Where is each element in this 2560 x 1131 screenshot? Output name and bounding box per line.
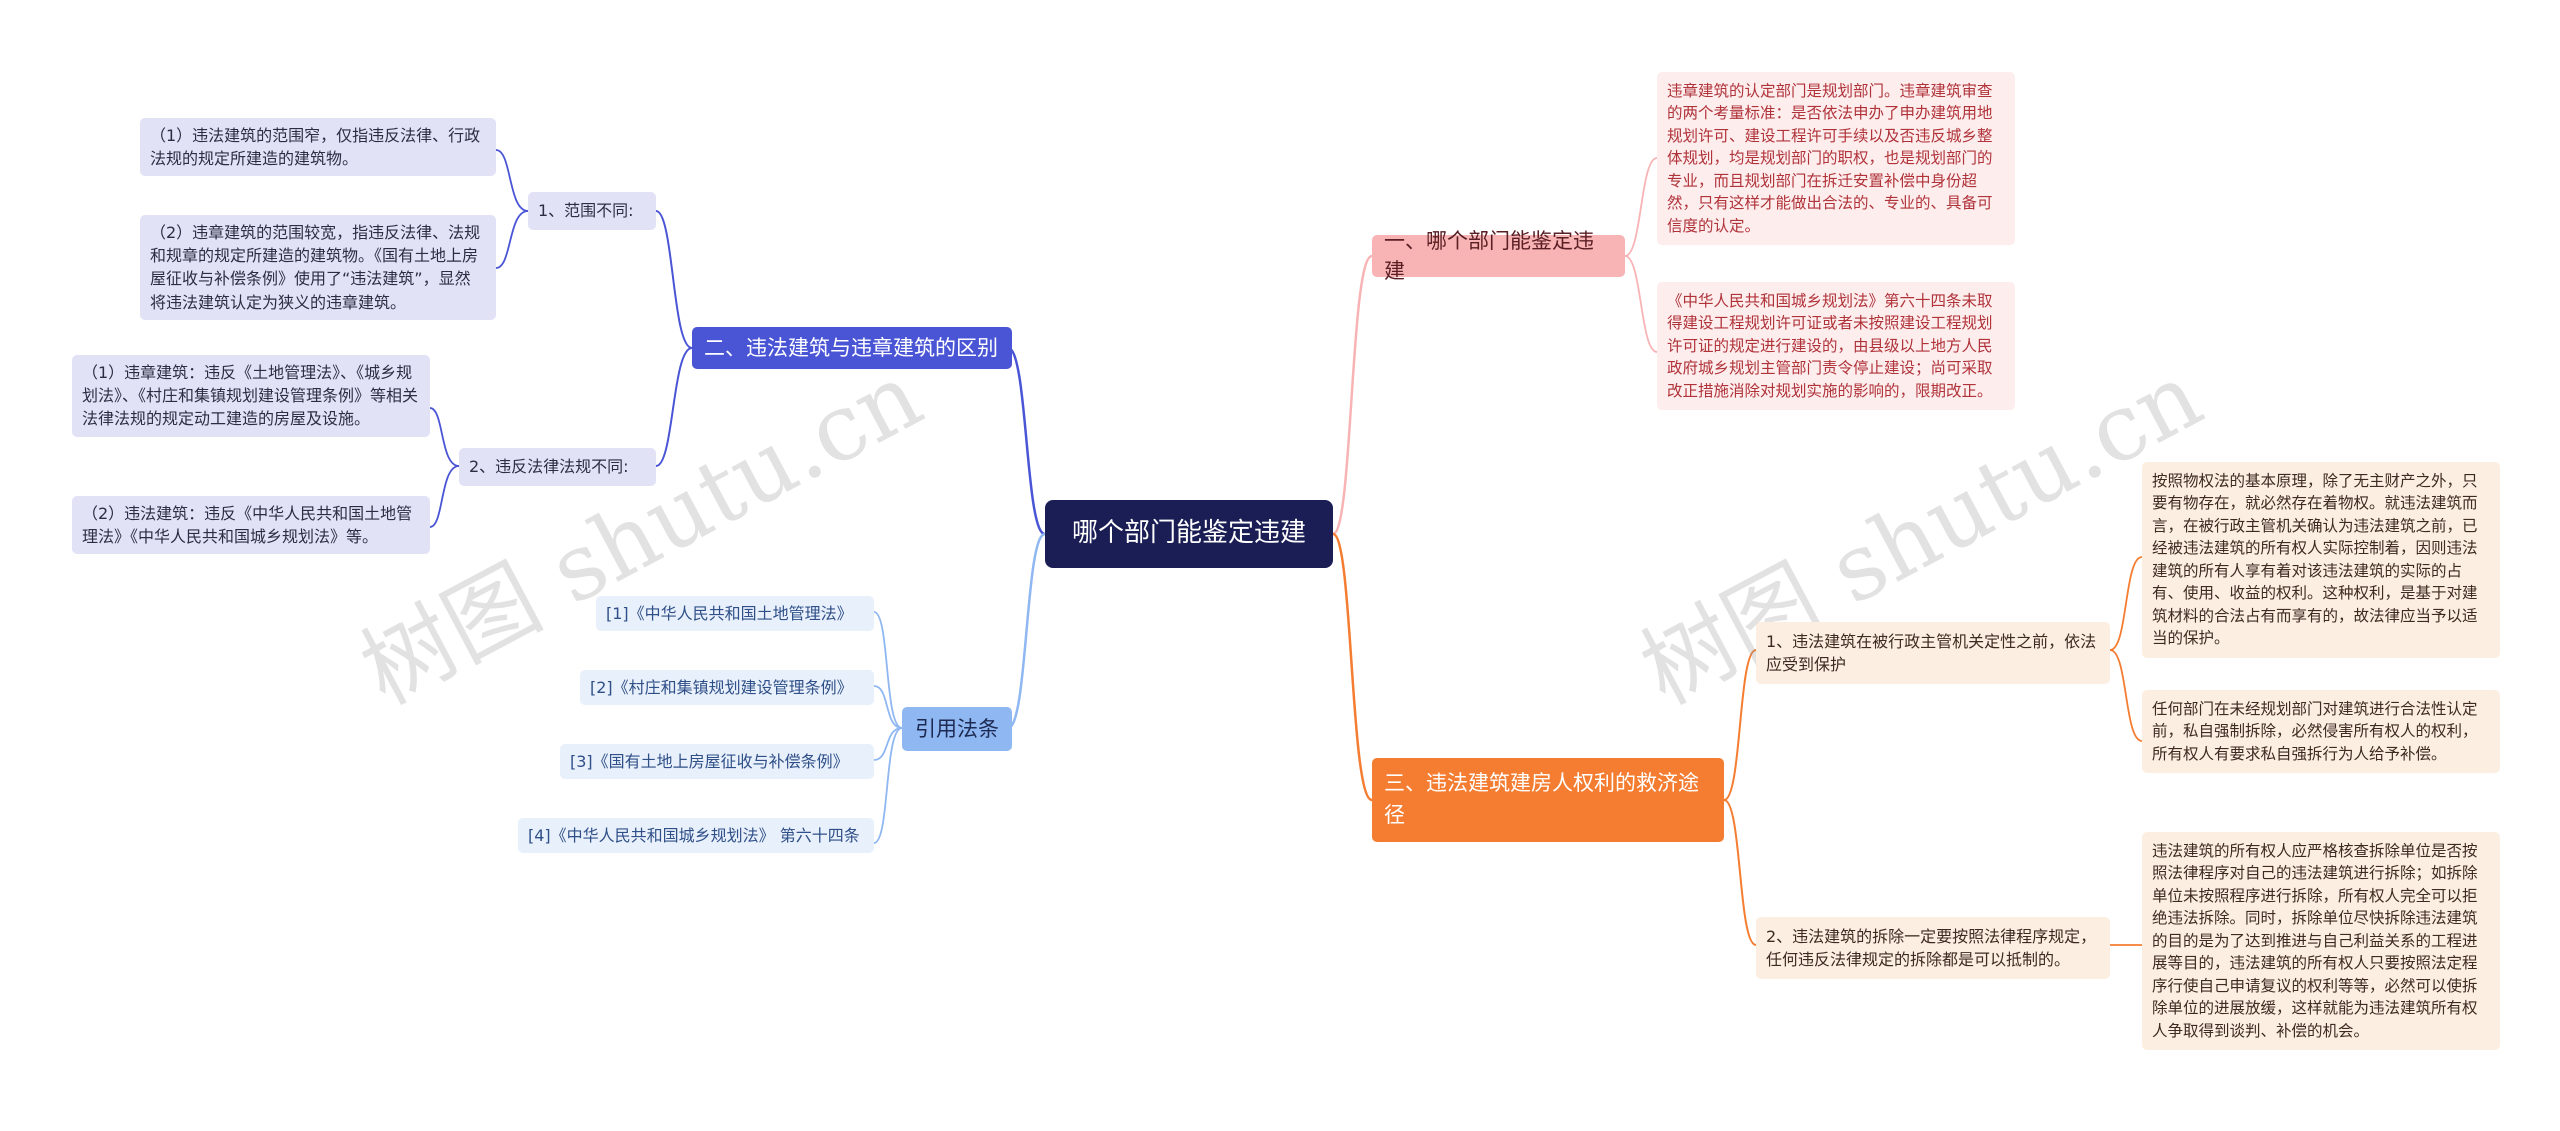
diff-sub1[interactable]: 1、范围不同: (528, 192, 656, 230)
cite-leaf-3[interactable]: [3]《国有土地上房屋征收与补偿条例》 (560, 744, 874, 780)
link-cite-4 (873, 727, 903, 844)
link-dept-2 (1624, 255, 1658, 353)
remedy-sub2-leaf-1[interactable]: 违法建筑的所有权人应严格核查拆除单位是否按照法律程序对自己的违法建筑进行拆除；如… (2142, 832, 2500, 1051)
link-sub1-leaf2 (495, 210, 529, 269)
link-cite-1 (873, 611, 903, 729)
link-remedy-sub1 (1723, 649, 1757, 801)
branch-diff[interactable]: 二、违法建筑与违章建筑的区别 (692, 327, 1012, 369)
link-root-dept (1331, 254, 1373, 536)
link-root-remedy (1331, 532, 1373, 802)
cite-leaf-1[interactable]: [1]《中华人民共和国土地管理法》 (596, 596, 874, 632)
link-remedy-sub2 (1723, 799, 1757, 946)
link-root-cite (1007, 532, 1046, 730)
link-rsub1-leaf1 (2109, 556, 2143, 651)
diff-sub1-leaf-1[interactable]: （1）违法建筑的范围窄，仅指违反法律、行政法规的规定所建造的建筑物。 (140, 118, 496, 177)
branch-cite[interactable]: 引用法条 (902, 707, 1012, 751)
link-sub2-leaf1 (429, 407, 460, 467)
dept-leaf-2[interactable]: 《中华人民共和国城乡规划法》第六十四条未取得建设工程规划许可证或者未按照建设工程… (1657, 282, 2015, 411)
remedy-sub1-leaf-1[interactable]: 按照物权法的基本原理，除了无主财产之外，只要有物存在，就必然存在着物权。就违法建… (2142, 462, 2500, 658)
link-root-diff (1007, 346, 1046, 536)
link-sub2-leaf2 (429, 465, 460, 528)
cite-leaf-4[interactable]: [4]《中华人民共和国城乡规划法》 第六十四条 (518, 818, 874, 854)
link-cite-3 (873, 727, 903, 761)
diff-sub2[interactable]: 2、违反法律法规不同: (459, 448, 656, 486)
link-sub1-leaf1 (495, 149, 529, 212)
link-dept-1 (1624, 157, 1658, 257)
remedy-sub2[interactable]: 2、违法建筑的拆除一定要按照法律程序规定，任何违反法律规定的拆除都是可以抵制的。 (1756, 917, 2110, 980)
diff-sub1-leaf-2[interactable]: （2）违章建筑的范围较宽，指违反法律、法规和规章的规定所建造的建筑物。《国有土地… (140, 215, 496, 320)
remedy-sub1[interactable]: 1、违法建筑在被行政主管机关定性之前，依法应受到保护 (1756, 622, 2110, 685)
root-node[interactable]: 哪个部门能鉴定违建 (1045, 500, 1333, 568)
cite-leaf-2[interactable]: [2]《村庄和集镇规划建设管理条例》 (580, 670, 874, 706)
link-diff-sub2 (655, 347, 693, 467)
branch-dept[interactable]: 一、哪个部门能鉴定违建 (1372, 229, 1625, 283)
branch-remedy[interactable]: 三、违法建筑建房人权利的救济途径 (1372, 758, 1724, 842)
diff-sub2-leaf-2[interactable]: （2）违法建筑：违反《中华人民共和国土地管理法》《中华人民共和国城乡规划法》等。 (72, 496, 430, 555)
link-cite-2 (873, 685, 903, 729)
diff-sub2-leaf-1[interactable]: （1）违章建筑：违反《土地管理法》、《城乡规划法》、《村庄和集镇规划建设管理条例… (72, 355, 430, 437)
dept-leaf-1[interactable]: 违章建筑的认定部门是规划部门。违章建筑审查的两个考量标准：是否依法申办了申办建筑… (1657, 72, 2015, 246)
remedy-sub1-leaf-2[interactable]: 任何部门在未经规划部门对建筑进行合法性认定前，私自强制拆除，必然侵害所有权人的权… (2142, 690, 2500, 774)
link-rsub1-leaf2 (2109, 649, 2143, 742)
link-diff-sub1 (655, 210, 693, 349)
